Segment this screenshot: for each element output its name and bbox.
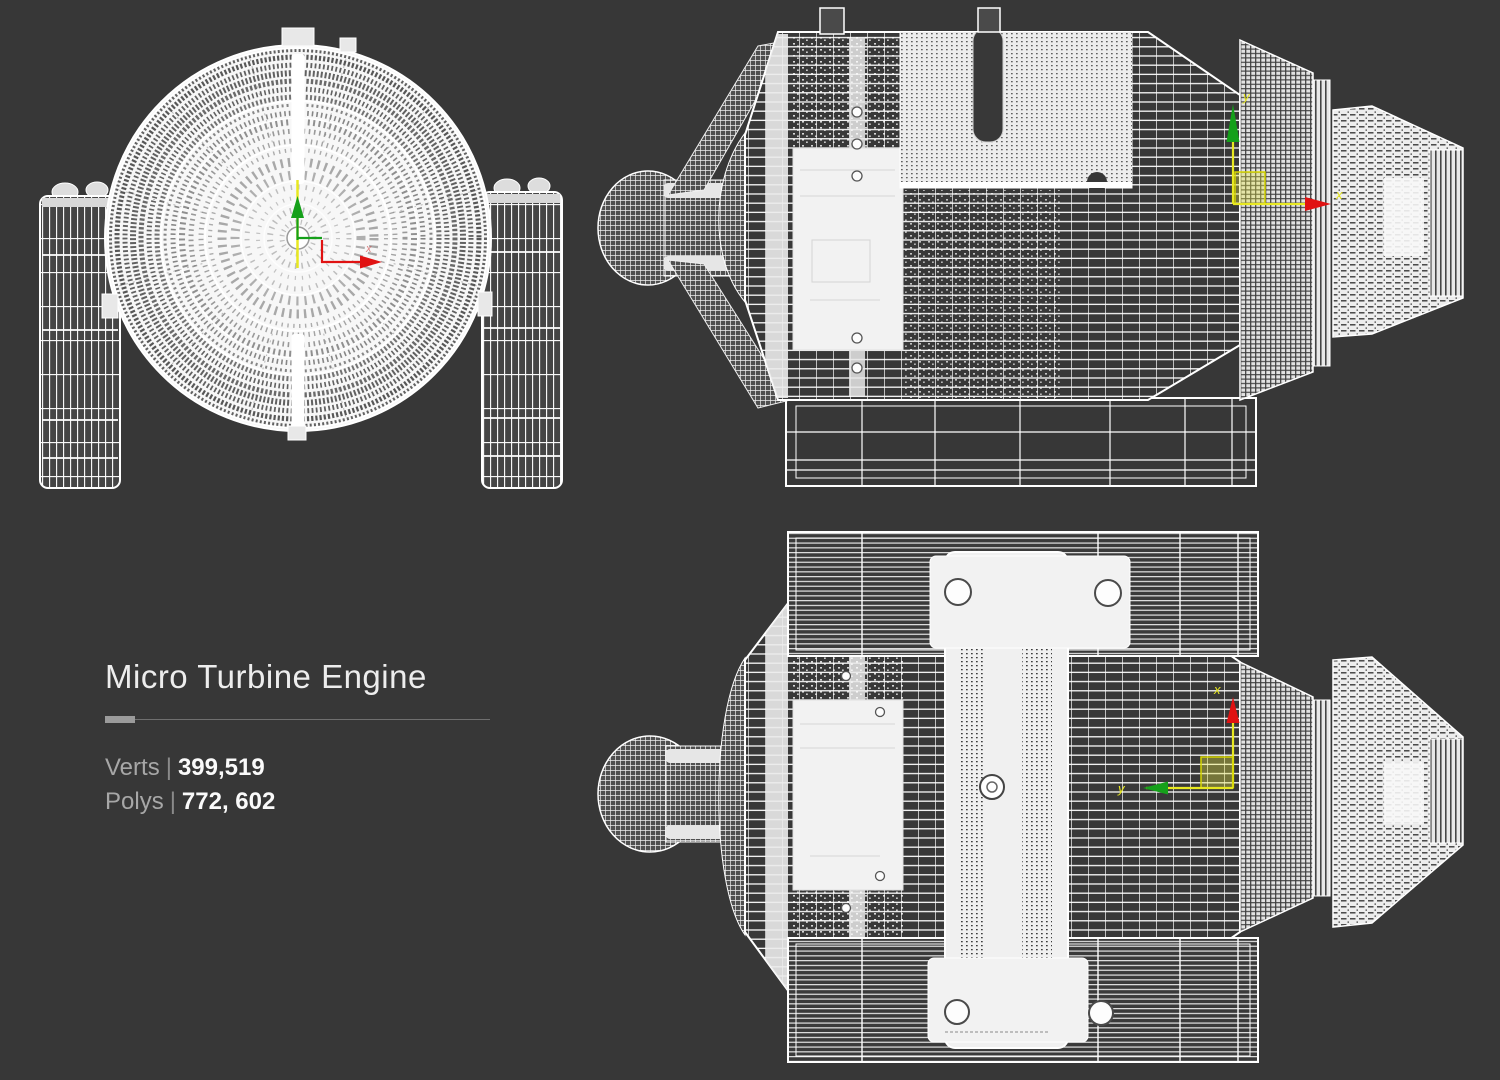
rim-tab	[339, 37, 357, 53]
fuel-tank-left	[39, 181, 163, 489]
axis-x-label: x	[1335, 187, 1343, 202]
engine-body-side	[744, 7, 1241, 401]
left-cap-top	[718, 656, 746, 937]
transform-gizmo-front: x	[291, 180, 382, 269]
polys-separator: |	[169, 788, 176, 815]
center-strap	[927, 551, 1131, 1049]
transform-gizmo-side: y x	[1226, 89, 1343, 211]
fuel-tank-right	[445, 177, 563, 489]
collar-side	[1239, 38, 1331, 402]
verts-label: Verts	[105, 754, 160, 781]
axis-y-label: y	[1242, 89, 1251, 104]
collar-top	[1239, 660, 1331, 934]
left-cap-side	[718, 131, 746, 304]
polys-value: 772, 602	[181, 788, 276, 815]
divider-line	[105, 719, 490, 720]
nozzle-side	[1332, 105, 1464, 338]
rim-tab	[287, 425, 307, 441]
divider-accent	[105, 716, 135, 723]
page-title: Micro Turbine Engine	[105, 658, 427, 695]
model-stats: Verts|399,519 Polys|772, 602	[105, 751, 505, 819]
center-grommet	[979, 774, 1005, 800]
front-view: x	[39, 27, 563, 489]
title-divider	[105, 716, 490, 723]
side-view: y x	[597, 7, 1464, 487]
polys-stat: Polys|772, 602	[105, 785, 505, 819]
axis-x-label: x	[365, 243, 372, 255]
axis-x-label: x	[1213, 682, 1221, 697]
axis-y-label: y	[1117, 781, 1126, 796]
verts-stat: Verts|399,519	[105, 751, 505, 785]
rim-tab	[101, 293, 119, 319]
bolt-hole	[944, 578, 1122, 1026]
polys-label: Polys	[105, 788, 164, 815]
rim-tab	[477, 291, 493, 317]
nozzle-top	[1332, 656, 1464, 928]
verts-value: 399,519	[177, 754, 265, 781]
engine-base-plate-side	[785, 397, 1257, 487]
verts-separator: |	[165, 754, 172, 781]
transform-gizmo-top: x y	[1117, 682, 1240, 796]
rim-tab	[281, 27, 315, 47]
model-info-panel: Micro Turbine Engine Verts|399,519 Polys…	[105, 658, 505, 819]
top-view: x y	[597, 531, 1464, 1063]
